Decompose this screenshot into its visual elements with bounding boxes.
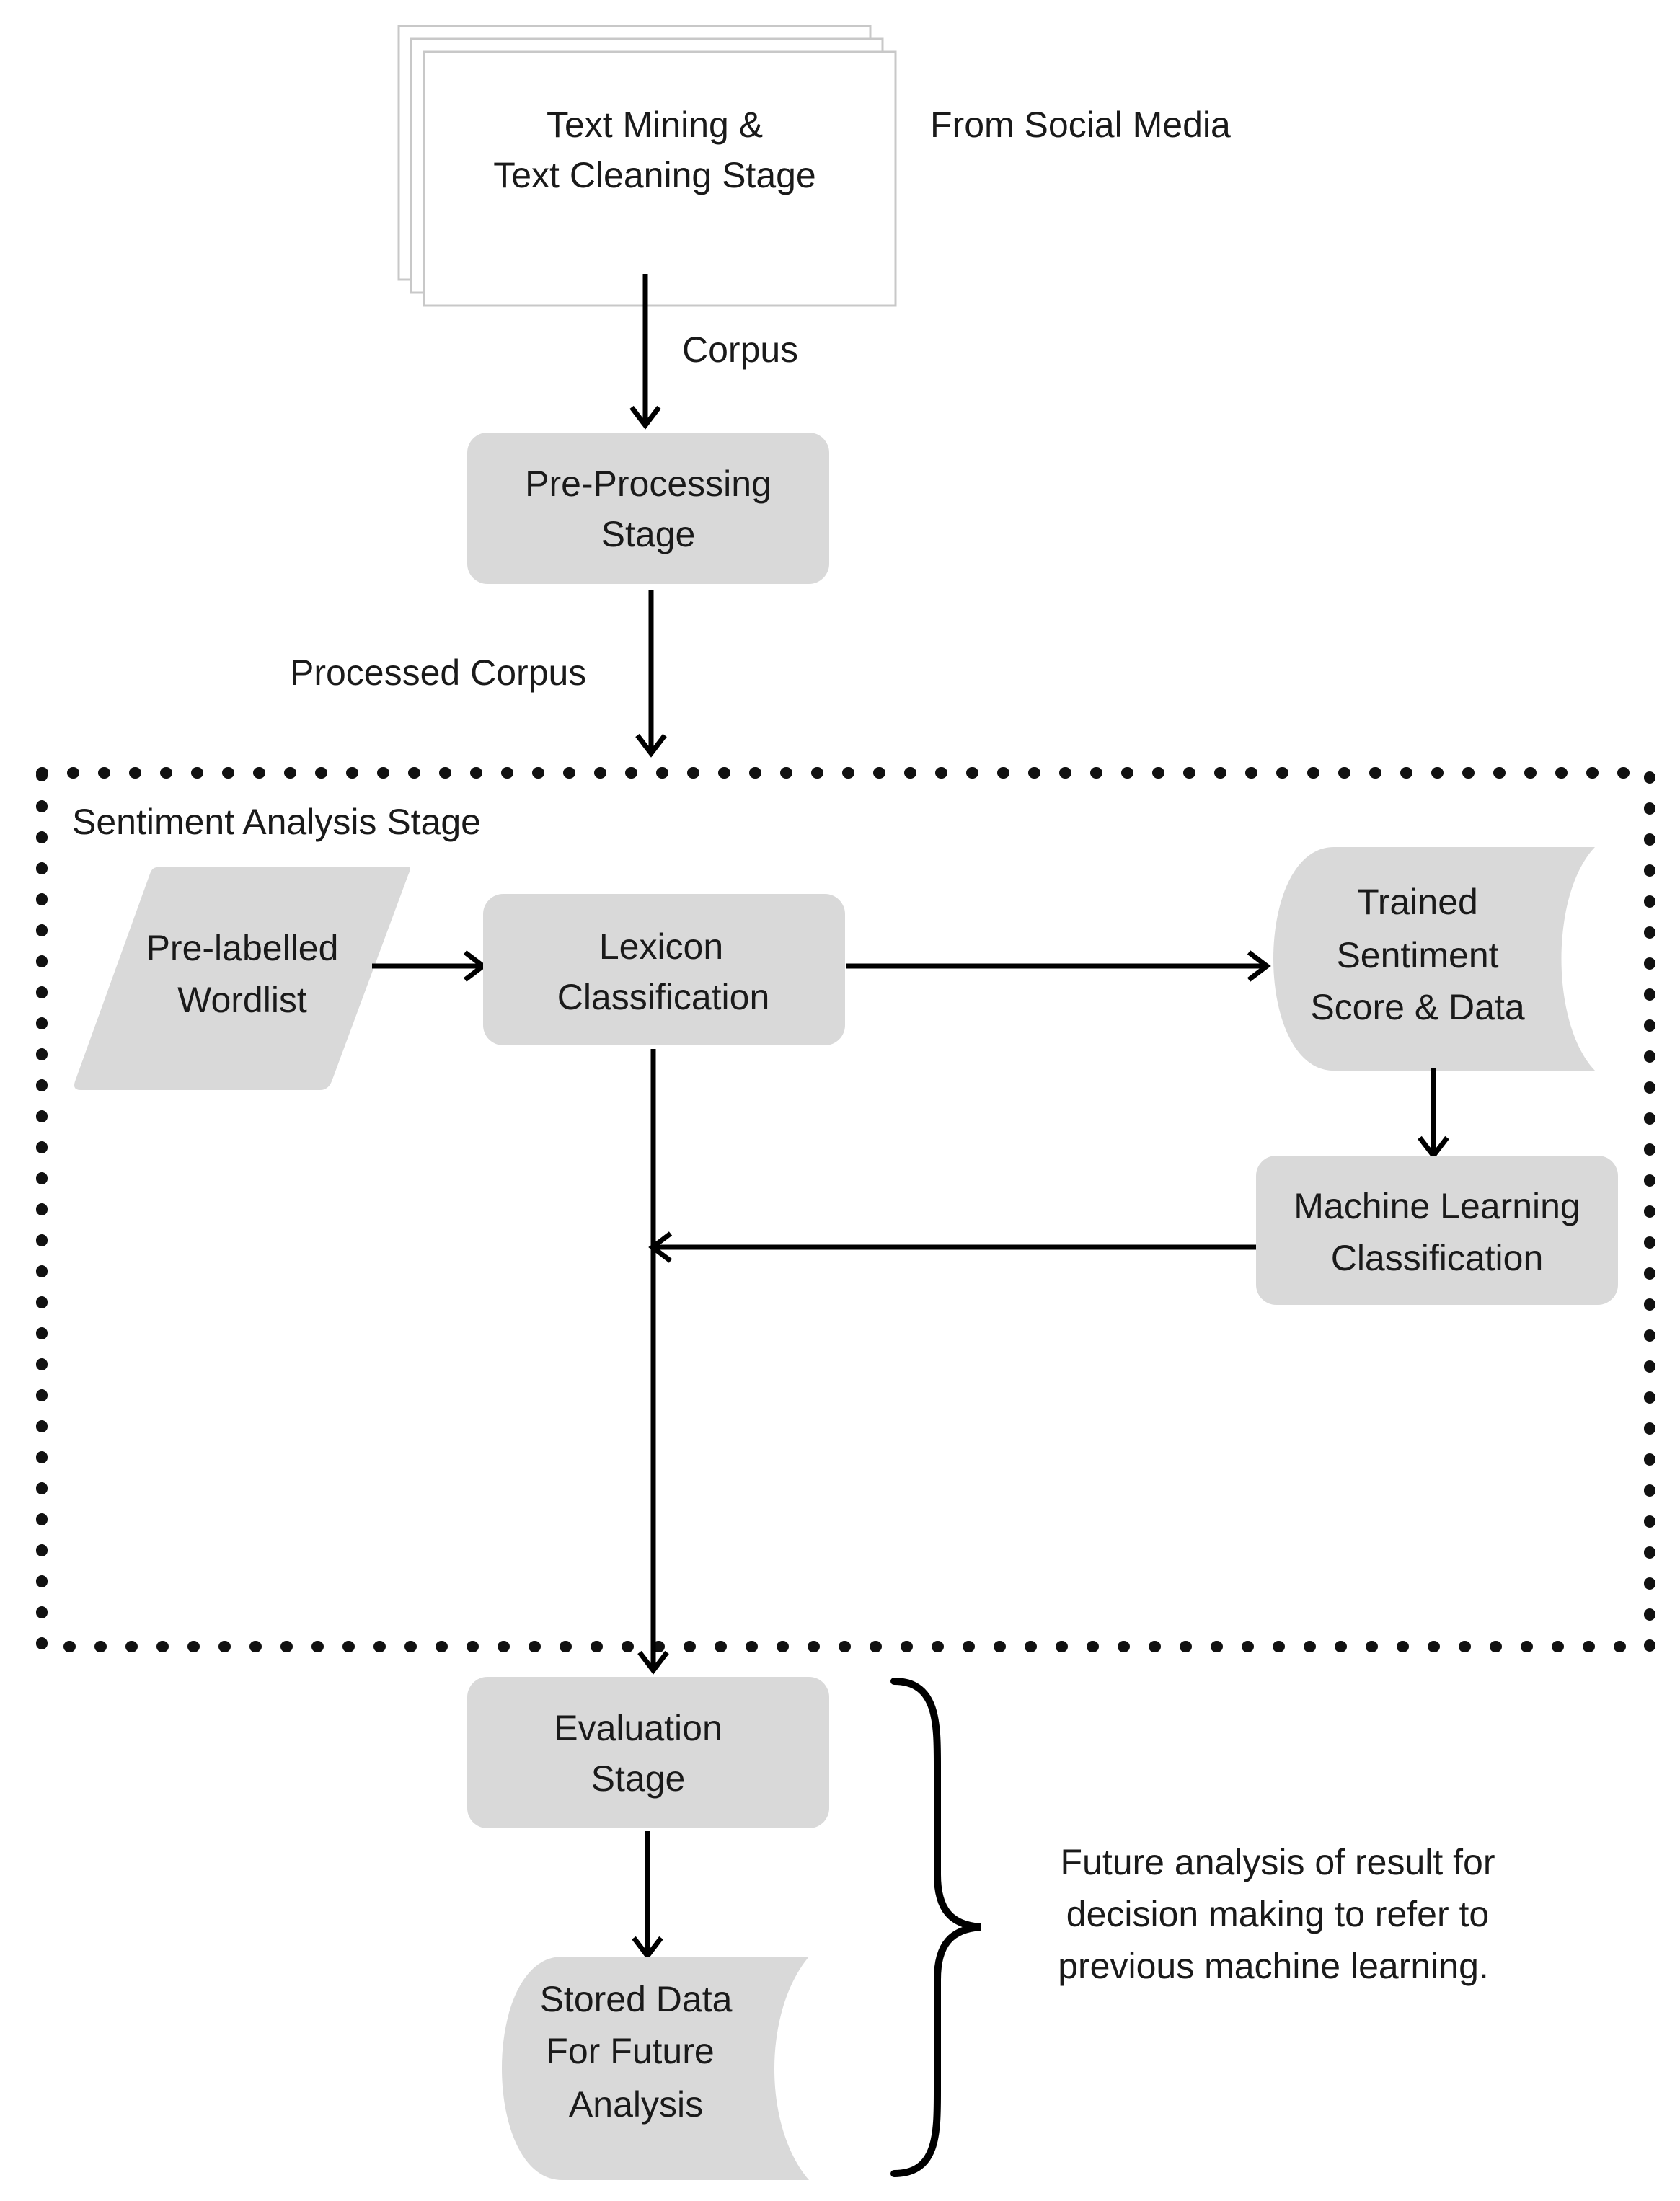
arrow-to-sentiment-stage [635, 590, 667, 758]
trained-sentiment-node: Trained Sentiment Score & Data [1273, 847, 1595, 1071]
pre-processing-label-line1: Pre-Processing [525, 464, 772, 504]
pre-labelled-label-line1: Pre-labelled [146, 928, 339, 968]
stored-data-node: Stored Data For Future Analysis [502, 1957, 809, 2180]
pre-labelled-wordlist-node: Pre-labelled Wordlist [74, 867, 410, 1090]
machine-learning-label-line1: Machine Learning [1294, 1186, 1580, 1226]
future-note-line1: Future analysis of result for [1060, 1842, 1495, 1882]
pre-processing-label-line2: Stage [601, 514, 696, 554]
lexicon-label-line2: Classification [557, 977, 770, 1017]
arrow-wordlist-to-lexicon [372, 950, 487, 982]
arrow-to-pre-processing [629, 274, 661, 430]
pre-labelled-label-line2: Wordlist [177, 980, 307, 1020]
text-mining-label-line2: Text Cleaning Stage [493, 155, 816, 195]
stored-label-line2: For Future [546, 2031, 714, 2071]
stored-label-line1: Stored Data [540, 1979, 733, 2019]
pre-processing-node: Pre-Processing Stage [467, 433, 829, 584]
text-mining-label-line1: Text Mining & [547, 105, 763, 145]
future-note-line2: decision making to refer to [1066, 1894, 1489, 1934]
lexicon-label-line1: Lexicon [599, 926, 723, 967]
processed-corpus-label: Processed Corpus [290, 652, 586, 693]
sentiment-stage-boundary [36, 767, 1655, 1652]
trained-label-line1: Trained [1357, 882, 1478, 922]
evaluation-label-line1: Evaluation [554, 1708, 722, 1748]
machine-learning-label-line2: Classification [1331, 1238, 1544, 1278]
corpus-label: Corpus [682, 329, 798, 370]
curly-brace [890, 1678, 981, 2177]
arrow-machine-learning-to-lexicon-flow [648, 1231, 1256, 1263]
future-analysis-note: Future analysis of result for decision m… [1058, 1842, 1495, 1986]
evaluation-label-line2: Stage [591, 1758, 686, 1799]
trained-label-line2: Sentiment [1336, 935, 1498, 975]
machine-learning-node: Machine Learning Classification [1256, 1156, 1618, 1305]
sentiment-stage-label: Sentiment Analysis Stage [72, 802, 481, 842]
arrow-evaluation-to-stored [632, 1831, 663, 1960]
from-social-media-label: From Social Media [930, 105, 1231, 145]
arrow-trained-to-machine-learning [1418, 1068, 1449, 1160]
arrow-lexicon-to-trained [846, 950, 1271, 982]
stored-label-line3: Analysis [569, 2084, 703, 2125]
trained-label-line3: Score & Data [1310, 987, 1525, 1027]
lexicon-classification-node: Lexicon Classification [483, 894, 845, 1045]
evaluation-stage-node: Evaluation Stage [467, 1677, 829, 1828]
arrow-lexicon-to-evaluation [637, 1049, 669, 1675]
text-mining-node: Text Mining & Text Cleaning Stage [397, 25, 897, 307]
future-note-line3: previous machine learning. [1058, 1946, 1489, 1986]
